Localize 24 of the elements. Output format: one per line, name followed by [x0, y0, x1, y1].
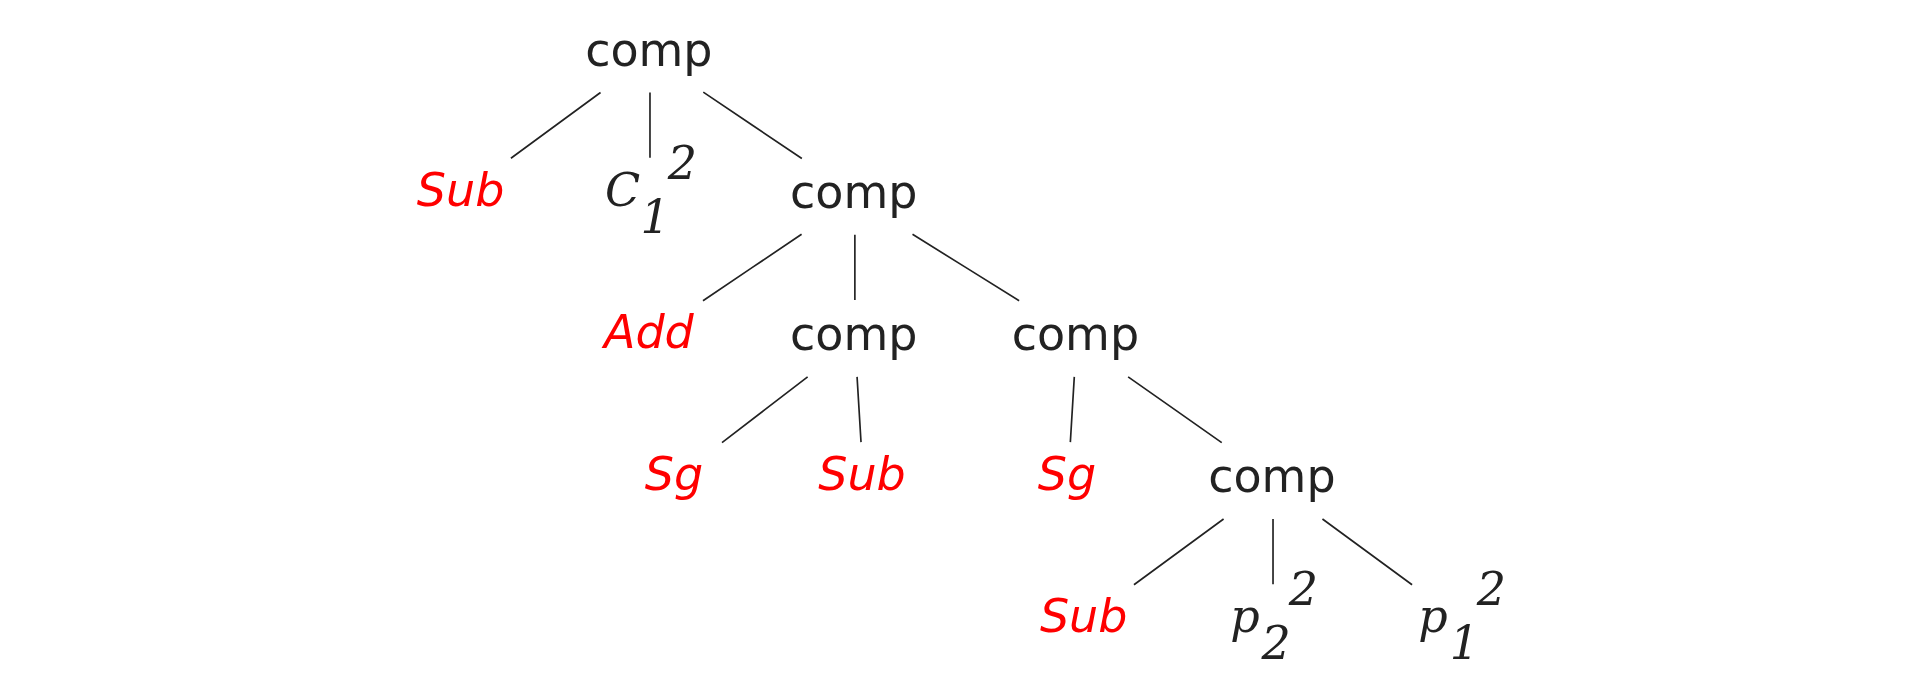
node-text: Sg: [644, 447, 704, 502]
connector: [721, 376, 809, 444]
connector: [1133, 518, 1225, 586]
connector: [510, 91, 602, 160]
connector: [702, 91, 803, 160]
node-text: Add: [603, 305, 694, 360]
node-text: comp: [790, 165, 918, 220]
connector: [1069, 376, 1076, 443]
node-text: Sub: [818, 447, 906, 502]
connector: [1321, 518, 1413, 586]
node-text: Sub: [1039, 589, 1128, 644]
connector: [911, 233, 1020, 302]
connector: [1272, 518, 1274, 586]
connector: [649, 91, 651, 159]
node-text: comp: [585, 22, 713, 77]
connector: [854, 233, 856, 301]
node-text: Sub: [416, 162, 505, 217]
connector: [702, 233, 803, 302]
node-text: comp: [1011, 307, 1140, 362]
connector: [856, 376, 862, 443]
node-text: comp: [1208, 449, 1336, 504]
node-text: Sg: [1037, 447, 1097, 502]
connector: [1127, 376, 1223, 444]
node-text: comp: [790, 307, 918, 362]
